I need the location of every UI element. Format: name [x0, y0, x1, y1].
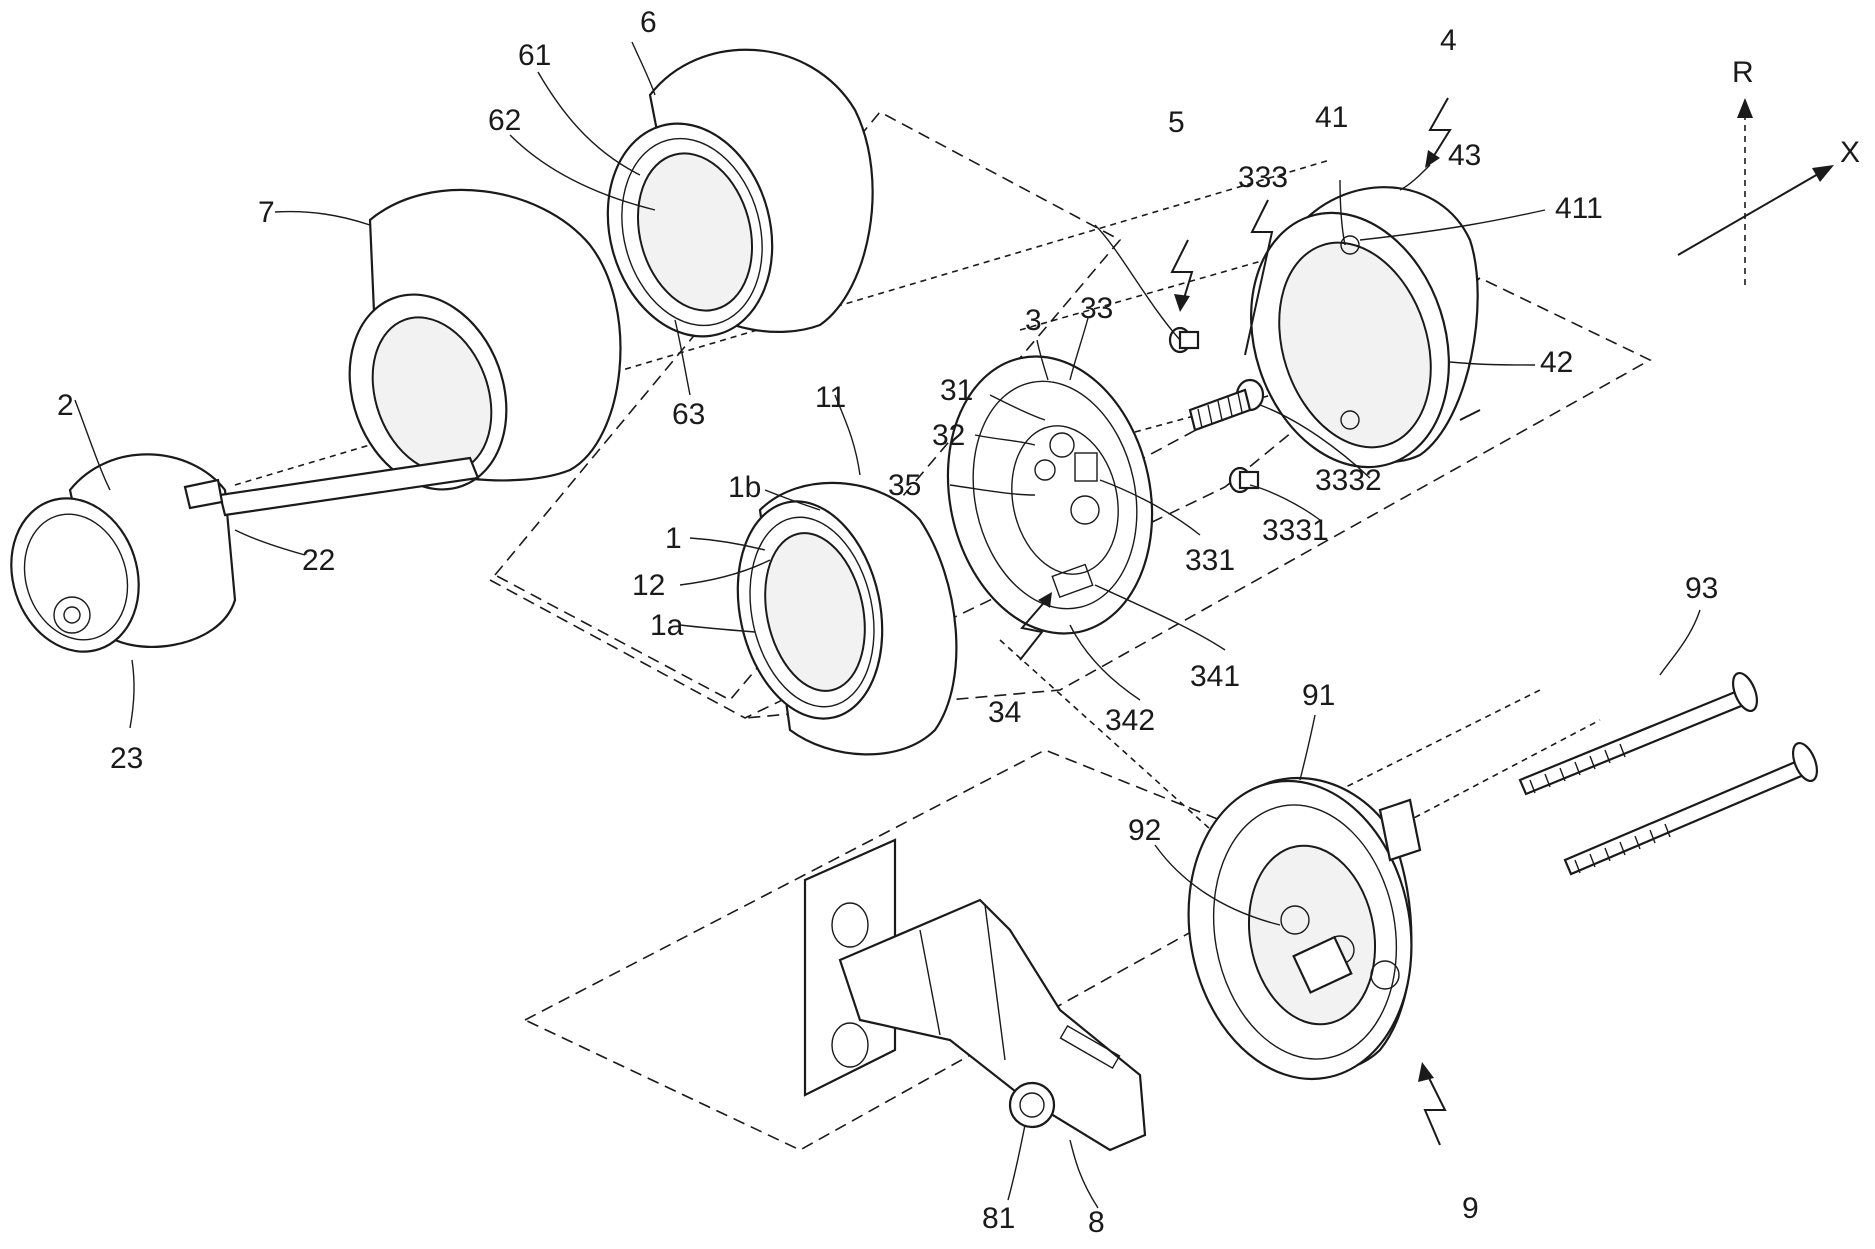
label-31: 31 — [940, 374, 973, 407]
label-331: 331 — [1185, 544, 1235, 577]
label-34: 34 — [988, 696, 1021, 729]
part-1-inner-ring — [719, 483, 957, 755]
label-1b: 1b — [728, 471, 761, 504]
part-2-cylinder — [0, 454, 478, 668]
label-X: X — [1840, 136, 1860, 169]
label-8: 8 — [1088, 1206, 1105, 1239]
label-43: 43 — [1448, 139, 1481, 172]
label-42: 42 — [1540, 346, 1573, 379]
label-35: 35 — [888, 469, 921, 502]
arrow-x-shaft — [1678, 170, 1825, 255]
label-3332: 3332 — [1315, 464, 1382, 497]
label-4: 4 — [1440, 24, 1457, 57]
label-23: 23 — [110, 742, 143, 775]
label-3331: 3331 — [1262, 514, 1329, 547]
label-93: 93 — [1685, 572, 1718, 605]
label-342: 342 — [1105, 704, 1155, 737]
label-9: 9 — [1462, 1192, 1479, 1225]
label-411: 411 — [1555, 192, 1603, 225]
arrow-r-head — [1737, 98, 1753, 118]
label-32: 32 — [932, 419, 965, 452]
label-81: 81 — [982, 1202, 1015, 1235]
label-92: 92 — [1128, 814, 1161, 847]
reference-labels: 6 61 62 63 7 2 22 23 11 1b 1 12 1a 3 33 … — [57, 6, 1860, 1239]
part-3331-screw — [1230, 468, 1258, 492]
label-341: 341 — [1190, 660, 1240, 693]
label-62: 62 — [488, 104, 521, 137]
label-33: 33 — [1080, 292, 1113, 325]
arrow-x-head — [1812, 165, 1834, 182]
label-11: 11 — [815, 381, 846, 414]
screws — [1170, 328, 1263, 492]
label-6: 6 — [640, 6, 657, 39]
label-333: 333 — [1238, 161, 1288, 194]
label-1: 1 — [665, 522, 682, 555]
label-3: 3 — [1025, 304, 1042, 337]
label-91: 91 — [1302, 679, 1335, 712]
label-R: R — [1732, 56, 1754, 89]
part-333-screw — [1190, 380, 1263, 430]
label-1a: 1a — [650, 609, 684, 642]
part-93-bolts — [1520, 670, 1822, 874]
label-61: 61 — [518, 39, 551, 72]
part-9-inner-rose — [1166, 763, 1435, 1097]
label-12: 12 — [632, 569, 665, 602]
label-22: 22 — [302, 544, 335, 577]
direction-arrows — [1678, 98, 1834, 285]
label-63: 63 — [672, 398, 705, 431]
part-5-screw — [1170, 328, 1198, 352]
label-7: 7 — [258, 196, 275, 229]
label-2: 2 — [57, 389, 74, 422]
part-8-latch — [805, 840, 1145, 1150]
label-41: 41 — [1315, 101, 1348, 134]
label-5: 5 — [1168, 106, 1185, 139]
